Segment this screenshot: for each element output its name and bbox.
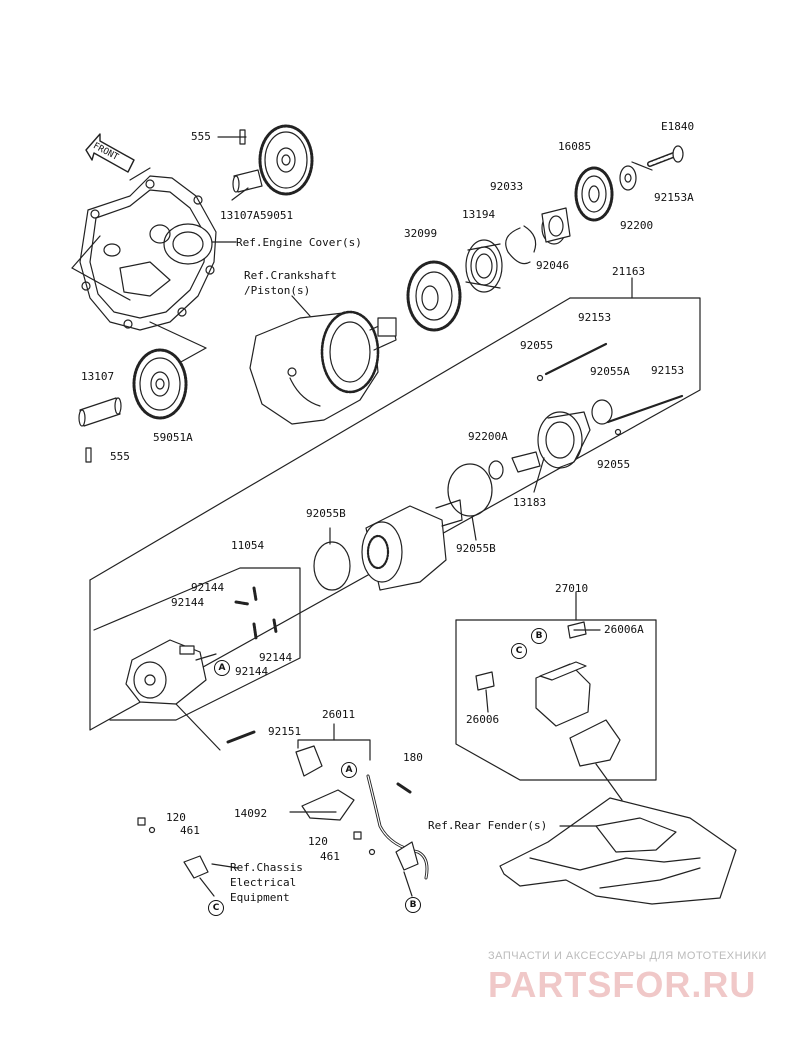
crankshaft xyxy=(249,310,397,425)
label-16085: 16085 xyxy=(558,140,592,153)
label-13194: 13194 xyxy=(462,208,496,221)
starter-motor xyxy=(361,499,463,591)
gear-16085 xyxy=(574,166,614,222)
label-92055-a: 92055 xyxy=(520,339,554,352)
connector-c-1: C xyxy=(511,643,527,659)
label-92153A: 92153A xyxy=(654,191,694,204)
pin-555-bottom xyxy=(85,447,92,463)
label-14092: 14092 xyxy=(234,807,268,820)
end-cover-92055A xyxy=(537,399,613,469)
label-26011: 26011 xyxy=(322,708,356,721)
label-92055B-a: 92055B xyxy=(306,507,346,520)
label-555-top: 555 xyxy=(191,130,211,143)
label-92144-c: 92144 xyxy=(259,651,293,664)
watermark-tagline: ЗАПЧАСТИ И АКСЕССУАРЫ ДЛЯ МОТОТЕХНИКИ xyxy=(488,950,767,962)
label-461-a: 461 xyxy=(180,824,200,837)
connector-b-1: B xyxy=(531,628,547,644)
label-92055-b: 92055 xyxy=(597,458,631,471)
label-13183: 13183 xyxy=(513,496,547,509)
label-92153-b: 92153 xyxy=(651,364,685,377)
diagram-code: E1840 xyxy=(661,120,695,133)
clutch-13194 xyxy=(465,239,503,293)
label-92046: 92046 xyxy=(536,259,570,272)
label-11054: 11054 xyxy=(231,539,265,552)
label-13107A: 13107A xyxy=(220,209,260,222)
wire-harness-26011 xyxy=(295,745,429,880)
label-26006: 26006 xyxy=(466,713,500,726)
label-92033: 92033 xyxy=(490,180,524,193)
label-26006A: 26006A xyxy=(604,623,644,636)
watermark-logo: PARTSFOR.RU xyxy=(488,964,757,1005)
starter-relay xyxy=(535,661,623,801)
label-92153-a: 92153 xyxy=(578,311,612,324)
connector-a-1: A xyxy=(214,660,230,676)
label-92151: 92151 xyxy=(268,725,302,738)
brush-springs-92144 xyxy=(234,586,278,640)
bearing-92046 xyxy=(541,207,571,245)
connector-b-2: B xyxy=(405,897,421,913)
label-92055B-b: 92055B xyxy=(456,542,496,555)
washer-92200 xyxy=(619,165,637,191)
label-180: 180 xyxy=(403,751,423,764)
gear-32099 xyxy=(406,260,462,332)
brush-holder-11054 xyxy=(125,639,217,705)
sleeve-13107A xyxy=(232,169,263,193)
sleeve-13107 xyxy=(78,397,122,427)
bolt-92153A xyxy=(647,145,684,167)
label-59051: 59051 xyxy=(260,209,294,222)
label-13107: 13107 xyxy=(81,370,115,383)
label-461-b: 461 xyxy=(320,850,340,863)
ref-chassis-electrical: Ref.Chassis Electrical Equipment xyxy=(230,861,303,904)
circlip-92033 xyxy=(505,225,537,265)
label-92055A: 92055A xyxy=(590,365,630,378)
label-92144-d: 92144 xyxy=(235,665,269,678)
connector-c-2: C xyxy=(208,900,224,916)
label-555-bottom: 555 xyxy=(110,450,130,463)
label-120-a: 120 xyxy=(166,811,186,824)
connector-a-2: A xyxy=(341,762,357,778)
rear-fender xyxy=(499,797,737,905)
label-120-b: 120 xyxy=(308,835,328,848)
front-arrow-icon xyxy=(85,133,135,173)
label-92200A: 92200A xyxy=(468,430,508,443)
gear-59051 xyxy=(258,124,314,196)
engine-cover xyxy=(79,167,217,331)
label-27010: 27010 xyxy=(555,582,589,595)
label-32099: 32099 xyxy=(404,227,438,240)
ref-crankshaft: Ref.Crankshaft /Piston(s) xyxy=(244,269,337,297)
ref-rear-fender: Ref.Rear Fender(s) xyxy=(428,819,548,832)
label-59051A: 59051A xyxy=(153,431,193,444)
label-92200: 92200 xyxy=(620,219,654,232)
label-92144-b: 92144 xyxy=(171,596,205,609)
label-21163: 21163 xyxy=(612,265,646,278)
gear-59051A xyxy=(132,348,188,420)
label-92144-a: 92144 xyxy=(191,581,225,594)
ref-engine-cover: Ref.Engine Cover(s) xyxy=(236,236,362,249)
